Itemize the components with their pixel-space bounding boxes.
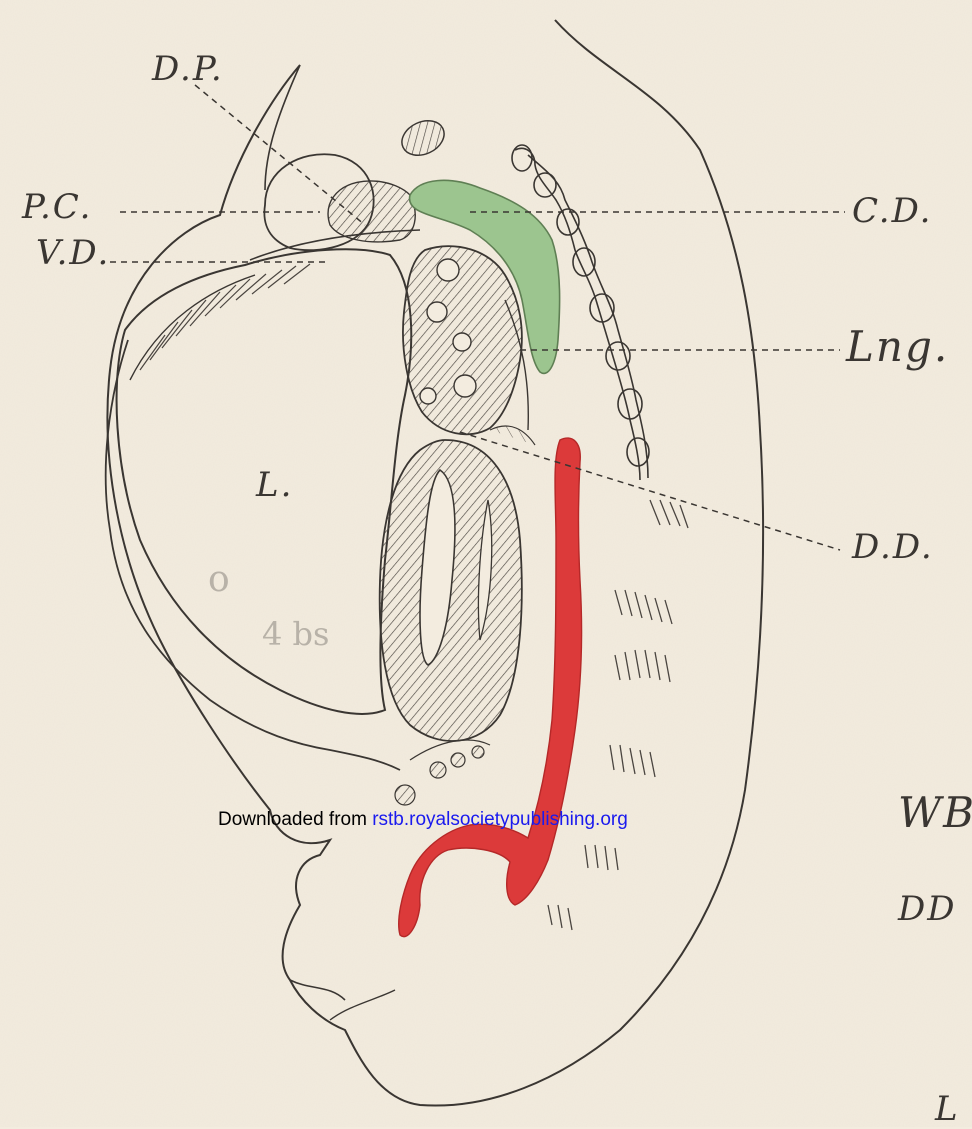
label-cd: C.D. xyxy=(852,194,932,228)
download-prefix: Downloaded from xyxy=(218,809,372,830)
label-wb-partial: WB xyxy=(898,792,972,834)
label-lng: Lng. xyxy=(846,326,949,368)
label-dd: D.D. xyxy=(852,530,934,564)
label-dp: D.P. xyxy=(152,52,224,86)
pencil-mark-annotation: 4 bs xyxy=(262,618,329,650)
label-dd-partial: DD xyxy=(898,892,957,926)
pencil-mark-circle: o xyxy=(208,562,230,598)
label-vd: V.D. xyxy=(36,236,110,270)
label-l-liver: L. xyxy=(256,468,293,502)
download-watermark: Downloaded from rstb.royalsocietypublish… xyxy=(218,809,628,831)
label-l-partial: L xyxy=(935,1092,960,1126)
label-pc: P.C. xyxy=(22,190,92,224)
download-link[interactable]: rstb.royalsocietypublishing.org xyxy=(372,809,628,830)
